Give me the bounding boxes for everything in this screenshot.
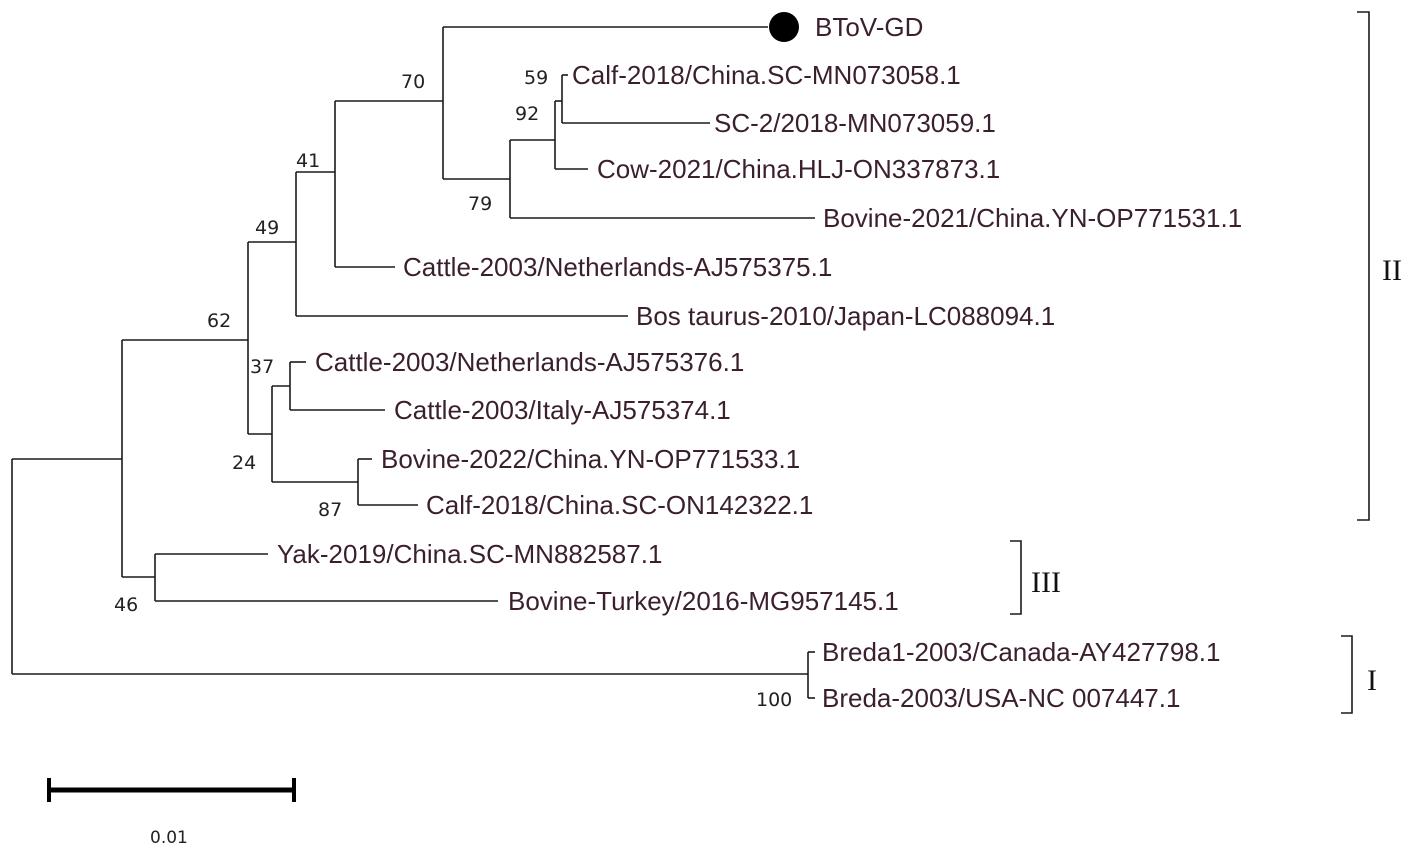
clade-label-ii: II <box>1382 254 1402 287</box>
bootstrap-value: 24 <box>232 452 256 474</box>
bootstrap-value: 59 <box>524 67 548 89</box>
bootstrap-value: 46 <box>114 594 138 616</box>
clade-bracket-ii <box>1357 11 1370 521</box>
leaf-label-breda-nc007447: Breda-2003/USA-NC 007447.1 <box>822 683 1180 713</box>
btov-gd-marker <box>769 12 799 42</box>
tree-branches <box>11 26 815 699</box>
bootstrap-value: 41 <box>296 150 320 172</box>
leaf-label-breda1-ay427798: Breda1-2003/Canada-AY427798.1 <box>822 637 1221 667</box>
bootstrap-value: 87 <box>318 499 342 521</box>
scale-bar <box>47 778 296 802</box>
bootstrap-value: 92 <box>515 103 539 125</box>
bootstrap-value: 70 <box>401 71 425 93</box>
leaf-label-bovine-op771531: Bovine-2021/China.YN-OP771531.1 <box>823 203 1242 233</box>
clade-label-iii: III <box>1031 566 1061 599</box>
leaf-label-cattle-aj575374: Cattle-2003/Italy-AJ575374.1 <box>394 395 731 425</box>
leaf-label-sc2-mn073059: SC-2/2018-MN073059.1 <box>714 108 996 138</box>
leaf-label-cow-on337873: Cow-2021/China.HLJ-ON337873.1 <box>597 154 1000 184</box>
scale-bar-label: 0.01 <box>150 828 188 848</box>
bootstrap-value: 100 <box>756 689 792 711</box>
leaf-label-cattle-aj575375: Cattle-2003/Netherlands-AJ575375.1 <box>403 252 832 282</box>
bootstrap-value: 79 <box>468 193 492 215</box>
leaf-label-calf-mn073058: Calf-2018/China.SC-MN073058.1 <box>572 60 961 90</box>
clade-bracket-iii <box>1010 540 1022 615</box>
leaf-label-yak-mn882587: Yak-2019/China.SC-MN882587.1 <box>277 539 662 569</box>
leaf-label-calf-on142322: Calf-2018/China.SC-ON142322.1 <box>426 490 813 520</box>
leaf-label-bovine-turkey-mg957145: Bovine-Turkey/2016-MG957145.1 <box>508 586 899 616</box>
leaf-label-btov-gd: BToV-GD <box>815 12 923 42</box>
leaf-label-cattle-aj575376: Cattle-2003/Netherlands-AJ575376.1 <box>315 347 744 377</box>
clade-label-i: I <box>1367 664 1377 697</box>
bootstrap-value: 62 <box>207 310 231 332</box>
leaf-label-bos-taurus-lc088094: Bos taurus-2010/Japan-LC088094.1 <box>636 301 1055 331</box>
leaf-label-bovine-op771533: Bovine-2022/China.YN-OP771533.1 <box>381 444 800 474</box>
bootstrap-value: 37 <box>250 356 274 378</box>
bootstrap-value: 49 <box>255 217 279 239</box>
clade-bracket-i <box>1341 635 1353 714</box>
